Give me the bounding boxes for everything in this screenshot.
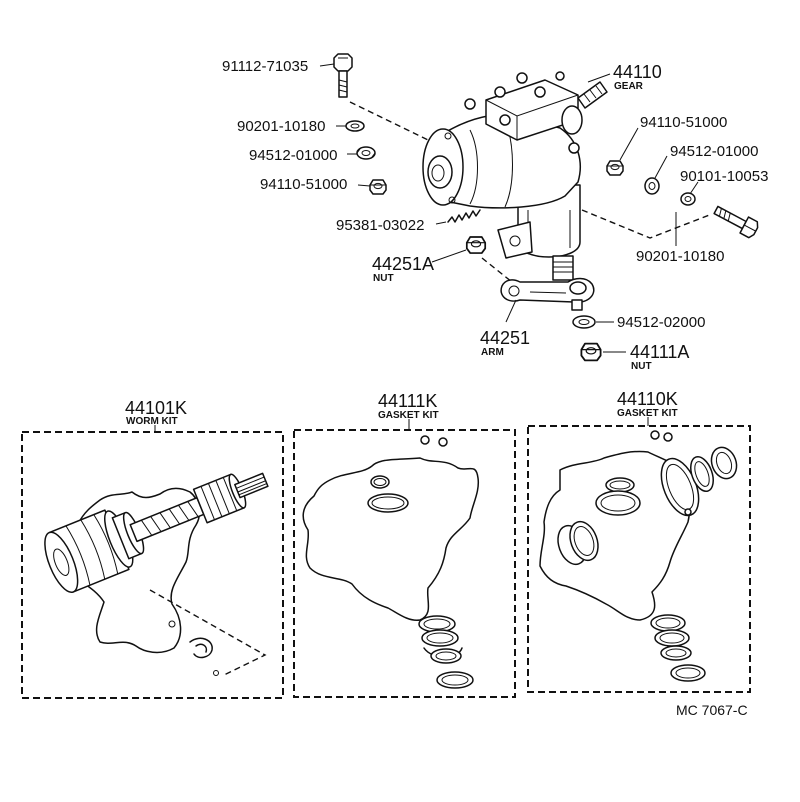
kit-worm-name: WORM KIT [126, 416, 178, 427]
callout-sector-nut-name: NUT [631, 361, 652, 372]
bolt-drawing-right [713, 205, 759, 239]
callout-nut-left-b: 94110-51000 [260, 176, 347, 193]
leader-line [435, 221, 447, 225]
assembly-dashed-line [481, 257, 513, 283]
leader-line [654, 155, 668, 179]
callout-arm-nut-name: NUT [373, 273, 394, 284]
kit-gasket-b-number: 44110K [617, 389, 678, 409]
assembly-dashed-line [149, 589, 267, 677]
callout-washer-bottom: 94512-02000 [617, 314, 705, 331]
callout-pin: 95381-03022 [336, 217, 424, 234]
assembly-dashed-line [349, 101, 429, 141]
callout-nut-right-b: 94512-01000 [670, 143, 758, 160]
worm-shaft-assembly-drawing [44, 472, 269, 594]
callout-bolt-right: 90101-10053 [680, 168, 768, 185]
nut-drawing-left-b [369, 179, 387, 195]
kit-gasket-a-name: GASKET KIT [378, 410, 439, 421]
leader-line [689, 181, 699, 195]
arm-nut-drawing [465, 236, 487, 254]
leader-line [431, 249, 467, 263]
callout-washer-right: 90201-10180 [636, 248, 724, 265]
leader-line [505, 299, 517, 323]
callout-sector-nut-number: 44111A [630, 342, 689, 362]
gasket-kit-a-box [293, 429, 516, 698]
leader-line [357, 184, 371, 187]
sector-nut-drawing [580, 342, 602, 362]
callout-nut-right-a: 94110-51000 [640, 114, 727, 131]
nut-drawing-left-a [356, 146, 376, 160]
kit-gasket-a-number: 44111K [378, 391, 437, 411]
bolt-drawing-top-left [333, 53, 353, 98]
leader-line [319, 63, 335, 67]
nut-drawing-right-b [644, 177, 660, 195]
callout-arm-name: ARM [481, 347, 504, 358]
cover-bolt-icon [464, 71, 565, 126]
nut-drawing-right-a [606, 160, 624, 176]
figure-code: MC 7067-C [676, 702, 748, 718]
steering-gear-housing-drawing [422, 71, 608, 281]
callout-nut-left-a: 94512-01000 [249, 147, 337, 164]
pitman-arm-drawing [500, 277, 595, 311]
callout-washer-left: 90201-10180 [237, 118, 325, 135]
washer-drawing-left [345, 120, 365, 132]
gasket-kit-b-box [527, 425, 751, 693]
gasket-kit-a-outline [302, 457, 480, 621]
pin-drawing [447, 209, 481, 223]
assembly-dashed-line [581, 209, 713, 239]
callout-arm-number: 44251 [480, 328, 530, 348]
leader-line [619, 127, 639, 161]
kit-worm-number: 44101K [125, 398, 187, 418]
washer-drawing-right [680, 192, 696, 206]
worm-kit-small-parts [168, 620, 219, 676]
callout-gear-number: 44110 [613, 62, 662, 82]
gasket-kit-b-seals [557, 430, 738, 682]
gasket-kit-a-seals [367, 435, 474, 689]
washer-drawing-bottom [572, 315, 596, 329]
callout-bolt-top-left: 91112-71035 [222, 58, 308, 75]
leader-line [587, 73, 611, 83]
callout-gear-name: GEAR [614, 81, 644, 92]
kit-gasket-b-name: GASKET KIT [617, 408, 678, 419]
gasket-kit-b-outline [539, 450, 691, 621]
callout-arm-nut-number: 44251A [372, 254, 434, 274]
